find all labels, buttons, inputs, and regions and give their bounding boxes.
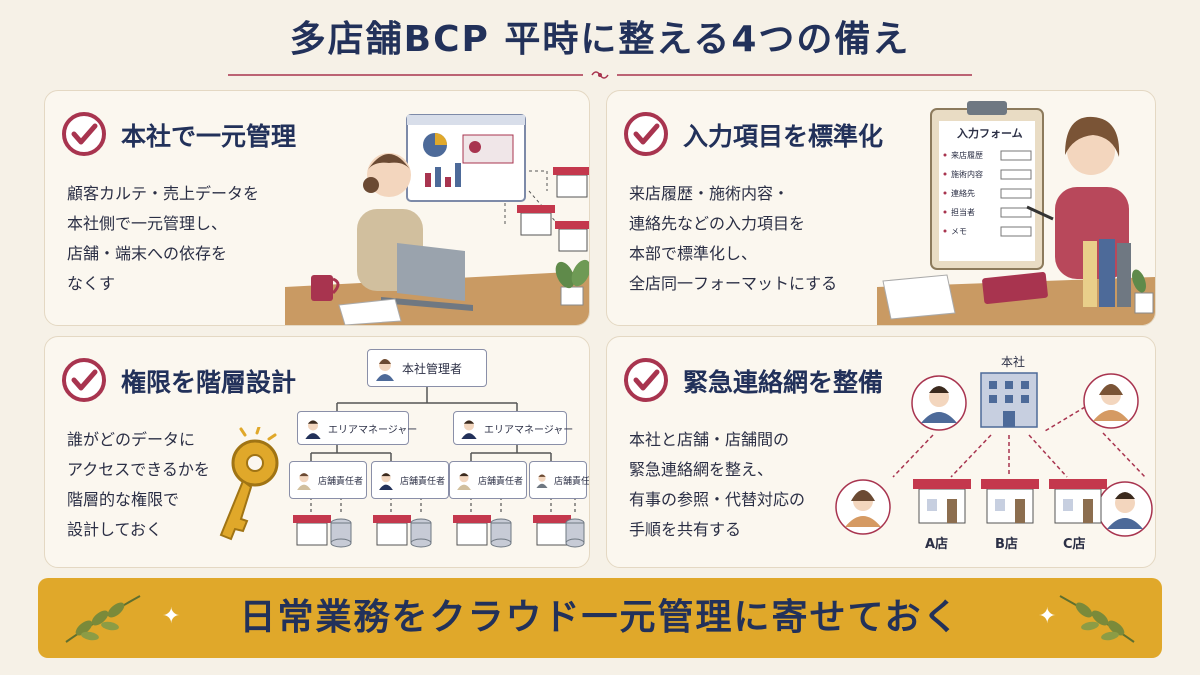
avatar [536,474,548,488]
body-line: 誰がどのデータに [67,430,196,449]
summary-banner: ✦ 日常業務をクラウド一元管理に寄せておく ✦ [38,578,1162,658]
avatar [379,473,393,490]
form-field-label: 来店履歴 [951,151,983,160]
form-field-label: 担当者 [951,208,975,217]
form-field-label: 施術内容 [951,170,983,179]
check-icon [62,358,106,402]
org-store-lead-box: 店舗責任者 [289,461,367,499]
org-top-box: 本社管理者 [367,349,487,387]
role-label: 店舗責任者 [478,476,524,487]
database-icon [565,518,585,548]
store-icon [373,515,411,546]
body-line: なくす [67,274,116,293]
leaf-decoration-icon [65,595,141,643]
body-line: アクセスできるかを [67,460,210,479]
panel-title: 入力項目を標準化 [683,122,884,151]
avatar [297,473,311,490]
store-icon [555,221,589,252]
panel-permission-hierarchy: 権限を階層設計 誰がどのデータに アクセスできるかを 階層的な権限で 設計してお… [44,336,590,568]
body-line: 階層的な権限で [67,490,180,509]
store-label: B店 [995,537,1018,552]
role-label: 本社管理者 [402,361,463,376]
body-line: 顧客カルテ・売上データを [67,184,260,203]
body-line: 本社側で一元管理し、 [67,214,228,233]
key-icon [219,427,279,541]
avatar [461,420,477,439]
contact-avatar [1097,481,1153,537]
body-line: 設計しておく [67,520,163,539]
check-icon [624,112,668,156]
title-divider [228,71,972,79]
body-line: 有事の参照・代替対応の [629,490,806,509]
sparkle-icon: ✦ [162,604,181,629]
store-icon [293,515,331,546]
form-worker-illustration [877,101,1155,325]
check-icon [62,112,106,156]
panel-body: 誰がどのデータに アクセスできるかを 階層的な権限で 設計しておく [67,425,210,545]
org-manager-box: エリアマネージャー [297,411,417,445]
store-icon [913,479,971,524]
database-icon [330,518,352,548]
contact-avatar [1083,373,1139,429]
form-title: 入力フォーム [957,127,1023,140]
body-line: 手順を共有する [629,520,742,539]
panel-emergency-network: 緊急連絡網を整備 本社と店舗・店舗間の 緊急連絡網を整え、 有事の参照・代替対応… [606,336,1156,568]
store-icon [517,205,555,236]
database-icon [490,518,512,548]
panel-title: 権限を階層設計 [121,368,297,397]
contact-avatar [911,375,967,431]
store-icon [553,167,589,198]
store-icon [1049,479,1107,524]
office-worker-illustration [285,114,589,325]
body-line: 本部で標準化し、 [629,244,758,263]
panel-central-management: 本社で一元管理 顧客カルテ・売上データを 本社側で一元管理し、 店舗・端末への依… [44,90,590,326]
body-line: 店舗・端末への依存を [67,244,228,263]
role-label: エリアマネージャー [328,424,418,436]
panel-title: 本社で一元管理 [121,122,297,151]
panel-title: 緊急連絡網を整備 [683,368,884,397]
body-line: 本社と店舗・店舗間の [629,430,790,449]
panel-body: 来店履歴・施術内容・ 連絡先などの入力項目を 本部で標準化し、 全店同一フォーマ… [629,179,837,299]
role-label: 店舗責任者 [400,476,446,487]
database-icon [410,518,432,548]
form-field-label: 連絡先 [951,189,975,198]
avatar [457,473,471,490]
sparkle-icon: ✦ [1038,604,1057,629]
panel-body: 本社と店舗・店舗間の 緊急連絡網を整え、 有事の参照・代替対応の 手順を共有する [629,425,805,545]
form-field-label: メモ [951,227,967,236]
store-label: C店 [1063,537,1086,552]
store-label: A店 [925,537,949,552]
store-icon [453,515,491,546]
store-icon [981,479,1039,524]
body-line: 緊急連絡網を整え、 [629,460,774,479]
hq-label: 本社 [1001,355,1026,369]
panel-body: 顧客カルテ・売上データを 本社側で一元管理し、 店舗・端末への依存を なくす [67,179,259,299]
org-store-lead-box: 店舗責任者 [449,461,527,499]
banner-text: 日常業務をクラウド一元管理に寄せておく [239,597,961,638]
check-icon [624,358,668,402]
body-line: 連絡先などの入力項目を [629,214,806,233]
contact-network-diagram [835,372,1153,537]
leaf-decoration-icon [1059,595,1135,643]
org-chart-lines [293,383,585,548]
page-title: 多店舗BCP 平時に整える4つの備え [289,19,911,60]
body-line: 全店同一フォーマットにする [629,274,838,293]
panel-standardize-inputs: 入力項目を標準化 来店履歴・施術内容・ 連絡先などの入力項目を 本部で標準化し、… [606,90,1156,326]
role-label: 店舗責任者 [554,476,590,487]
contact-avatar [835,479,891,535]
building-icon [980,372,1038,428]
role-label: エリアマネージャー [484,424,574,436]
org-store-lead-box: 店舗責任者 [529,461,590,499]
store-icon [533,515,571,546]
org-manager-box: エリアマネージャー [453,411,573,445]
role-label: 店舗責任者 [318,476,364,487]
avatar [305,420,321,439]
body-line: 来店履歴・施術内容・ [629,184,790,203]
avatar [376,359,394,381]
org-store-lead-box: 店舗責任者 [371,461,449,499]
